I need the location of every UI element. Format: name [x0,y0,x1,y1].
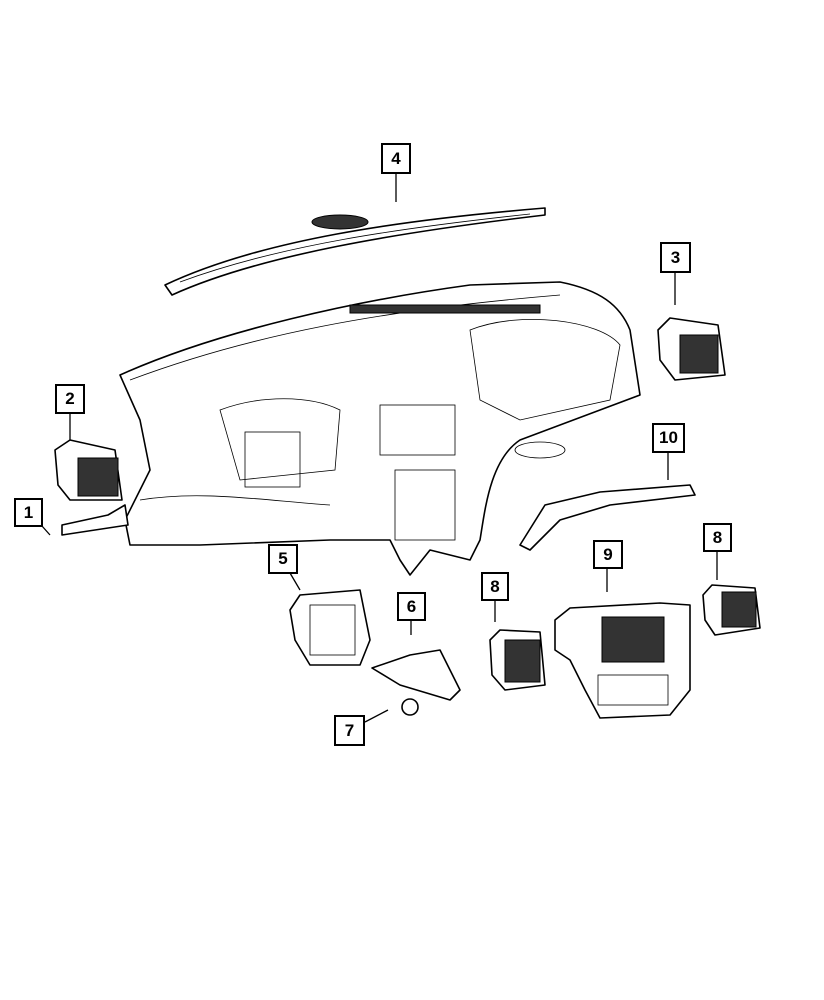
part-5-cluster-bezel [289,589,371,666]
part-6-bracket [371,649,461,701]
leader-lines [41,173,718,723]
part-7-clip [401,698,419,716]
callout-9: 9 [593,540,623,569]
callout-8-right: 8 [703,523,732,552]
instrument-panel [119,281,641,576]
callout-3: 3 [660,242,691,273]
callout-2: 2 [55,384,85,414]
callout-4: 4 [381,143,411,174]
part-8-air-vent-left [489,629,546,691]
part-8-air-vent-right [702,584,761,636]
part-3-air-vent [657,317,726,381]
part-2-air-vent [54,439,123,501]
callout-1: 1 [14,498,43,527]
part-1-bezel [61,504,129,536]
callout-6: 6 [397,592,426,621]
part-9-center-bezel [554,602,691,719]
part-4-defroster-grille [164,207,546,296]
part-10-trim-panel [519,484,696,551]
callout-10: 10 [652,423,685,453]
callout-5: 5 [268,544,298,574]
callout-7: 7 [334,715,365,746]
callout-8-left: 8 [481,572,509,601]
